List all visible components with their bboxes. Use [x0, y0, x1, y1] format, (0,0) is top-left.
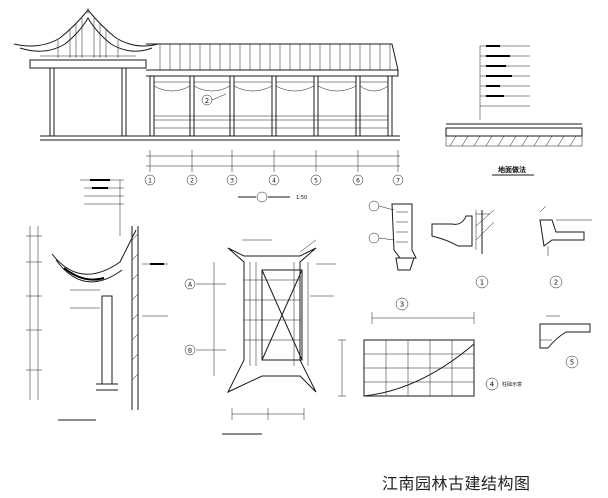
- axis-a-label: A: [188, 282, 193, 289]
- profile-detail-1: 1: [431, 209, 495, 289]
- curve-grid-detail-4: 4 柱础示意: [338, 312, 522, 397]
- detail-4-callout: 4: [490, 381, 495, 389]
- roof-plan-detail: A B: [184, 239, 336, 435]
- grid-number-5: 5: [314, 178, 318, 185]
- grid-number-6: 6: [356, 178, 360, 185]
- section-detail-1: [26, 179, 168, 421]
- column-detail-3: 3: [368, 200, 417, 311]
- profile-detail-5: 5: [539, 315, 591, 369]
- ground-detail-title: 地面做法: [498, 165, 526, 174]
- detail-3-callout: 3: [400, 301, 404, 309]
- profile-detail-2: 2: [539, 205, 592, 289]
- elevation-callout: 2: [205, 97, 209, 105]
- elevation-scale: 1:50: [296, 195, 307, 201]
- grid-number-7: 7: [396, 178, 400, 185]
- ground-detail: 地面做法: [445, 45, 583, 176]
- grid-number-2: 2: [190, 178, 194, 185]
- grid-number-1: 1: [148, 178, 152, 185]
- detail-1-callout: 1: [480, 279, 484, 287]
- grid-number-3: 3: [230, 178, 234, 185]
- detail-5-callout: 5: [570, 359, 574, 367]
- axis-b-label: B: [188, 348, 192, 355]
- front-elevation: 2: [13, 8, 400, 141]
- elevation-dimensions: 1 2 3 4 5 6 7 1:50: [144, 150, 404, 203]
- detail-2-callout: 2: [554, 279, 558, 287]
- detail-4-note: 柱础示意: [502, 381, 522, 388]
- grid-number-4: 4: [272, 178, 276, 185]
- drawing-caption: 江南园林古建结构图: [382, 474, 531, 493]
